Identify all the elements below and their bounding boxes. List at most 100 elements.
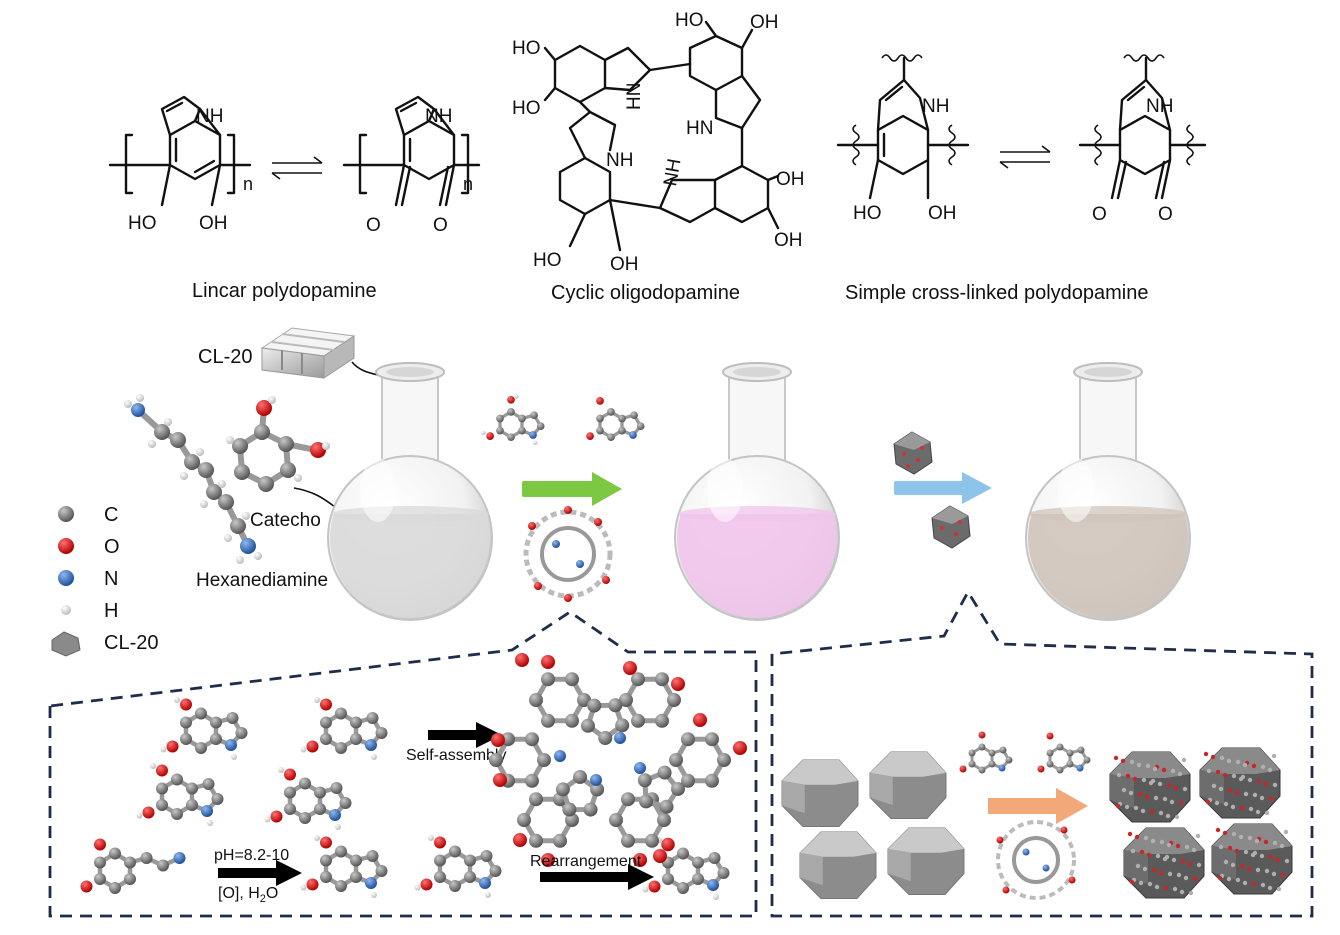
cl20-crystal-block: [260, 327, 356, 379]
cl20-label: CL-20: [198, 346, 252, 368]
flask-liquid: [330, 514, 490, 618]
flask-opening: [1084, 367, 1132, 377]
coated-crystal: [1211, 823, 1293, 895]
flask-highlight: [707, 458, 743, 522]
o-label: O: [366, 215, 381, 236]
indole-molecule: [300, 697, 388, 760]
indole-molecule: [642, 837, 730, 900]
ho-label: HO: [675, 10, 704, 31]
flask-liquid-surface: [678, 506, 836, 522]
o-label: O: [433, 215, 448, 236]
self-assembly-label: Self-assembly: [406, 747, 506, 764]
nh-label: NH: [922, 96, 949, 117]
legend-label: C: [104, 504, 118, 526]
equilibrium-arrow: [271, 156, 323, 180]
coated-cl20-crystal: [893, 431, 933, 475]
linear-pda-quinone-structure: [342, 95, 481, 207]
hn-label: HN: [624, 83, 645, 110]
bare-crystal: [869, 751, 947, 819]
catechol-molecule: [226, 396, 330, 492]
flask-liquid: [1028, 514, 1188, 618]
cyclic-oligomer-ball-stick: [489, 653, 747, 867]
legend-item: H: [61, 600, 118, 622]
cyclic-oligodopamine-structure: [543, 20, 780, 252]
legend-swatch: [61, 605, 71, 615]
legend-swatch: [58, 506, 74, 522]
flask-highlight: [1058, 458, 1094, 522]
process-arrow-green: [522, 472, 622, 506]
nh-label: NH: [425, 106, 452, 127]
flask-highlight: [360, 458, 396, 522]
crosslinked-quinone-structure: [1078, 54, 1207, 200]
legend-item: C: [58, 504, 118, 526]
legend-label: O: [104, 536, 120, 558]
ho-label: HO: [853, 203, 882, 224]
bare-crystal: [799, 831, 877, 899]
legend-item: CL-20: [51, 631, 158, 657]
ho-label: HO: [512, 98, 541, 119]
oh-label: OH: [610, 254, 639, 275]
oh-label: OH: [776, 169, 805, 190]
coated-cl20-crystals-large: [1109, 747, 1293, 899]
subscript-n: n: [463, 174, 473, 194]
flask-liquid: [677, 514, 837, 618]
legend-label: H: [104, 600, 118, 622]
bare-cl20-crystals: [781, 751, 965, 899]
indole-molecule: [136, 763, 224, 826]
subscript-n: n: [243, 174, 253, 194]
linear-pda-catechol-structure: [108, 95, 252, 207]
coated-cl20-crystal: [931, 505, 971, 549]
process-arrow-orange: [988, 788, 1088, 824]
flask-opening: [733, 367, 781, 377]
bare-crystal: [887, 827, 965, 895]
oxidation-condition-label: [O], H2O: [218, 885, 278, 905]
nh-label: NH: [1146, 96, 1173, 117]
legend-item: O: [58, 536, 120, 558]
crosslinked-catechol-structure: [836, 54, 970, 200]
indole-molecule: [300, 835, 388, 898]
bare-crystal: [781, 759, 859, 827]
indole-molecule: [414, 835, 502, 898]
self-assembly-arrow: [428, 722, 502, 748]
legend-swatch: [58, 570, 74, 586]
o-label: O: [1158, 204, 1173, 225]
oh-label: OH: [199, 213, 228, 234]
ph-condition-label: pH=8.2-10: [214, 847, 289, 864]
o-label: O: [1092, 204, 1107, 225]
coated-crystal: [1109, 751, 1191, 823]
oh-label: OH: [750, 12, 779, 33]
dopamine-indole-molecules: [80, 697, 730, 900]
equilibrium-arrow: [999, 145, 1051, 169]
flask-2: [674, 362, 840, 621]
catechol-label: Catecho: [250, 510, 321, 531]
zoom-panel-left-outline: [48, 610, 758, 918]
flask-3: [1025, 362, 1191, 621]
nh-label: NH: [196, 106, 223, 127]
flask-liquid-surface: [331, 506, 489, 522]
legend-label: CL-20: [104, 632, 158, 654]
ho-label: HO: [128, 213, 157, 234]
flask-liquid-surface: [1029, 506, 1187, 522]
oh-label: OH: [774, 230, 803, 251]
ho-label: HO: [533, 250, 562, 271]
coating-molecules: [959, 731, 1091, 900]
dopamine-molecule: [80, 838, 186, 894]
hexanediamine-label: Hexanediamine: [196, 570, 328, 591]
caption-cyclic-oligodopamine: Cyclic oligodopamine: [551, 282, 740, 304]
indole-molecule: [264, 767, 352, 830]
rearrangement-arrow: [540, 864, 654, 890]
process-arrow-blue: [894, 472, 992, 504]
hexanediamine-molecule: [124, 394, 262, 564]
ho-label: HO: [512, 38, 541, 59]
nh-label: NH: [606, 150, 633, 171]
zoom-panel-right-outline: [770, 589, 1314, 918]
legend-swatch: [51, 631, 81, 657]
oxidation-arrow: [218, 860, 302, 886]
caption-crosslinked-polydopamine: Simple cross-linked polydopamine: [845, 282, 1148, 304]
flask-1: [327, 362, 493, 621]
coated-crystal: [1199, 747, 1281, 819]
indole-molecule: [160, 697, 248, 760]
oh-label: OH: [928, 203, 957, 224]
